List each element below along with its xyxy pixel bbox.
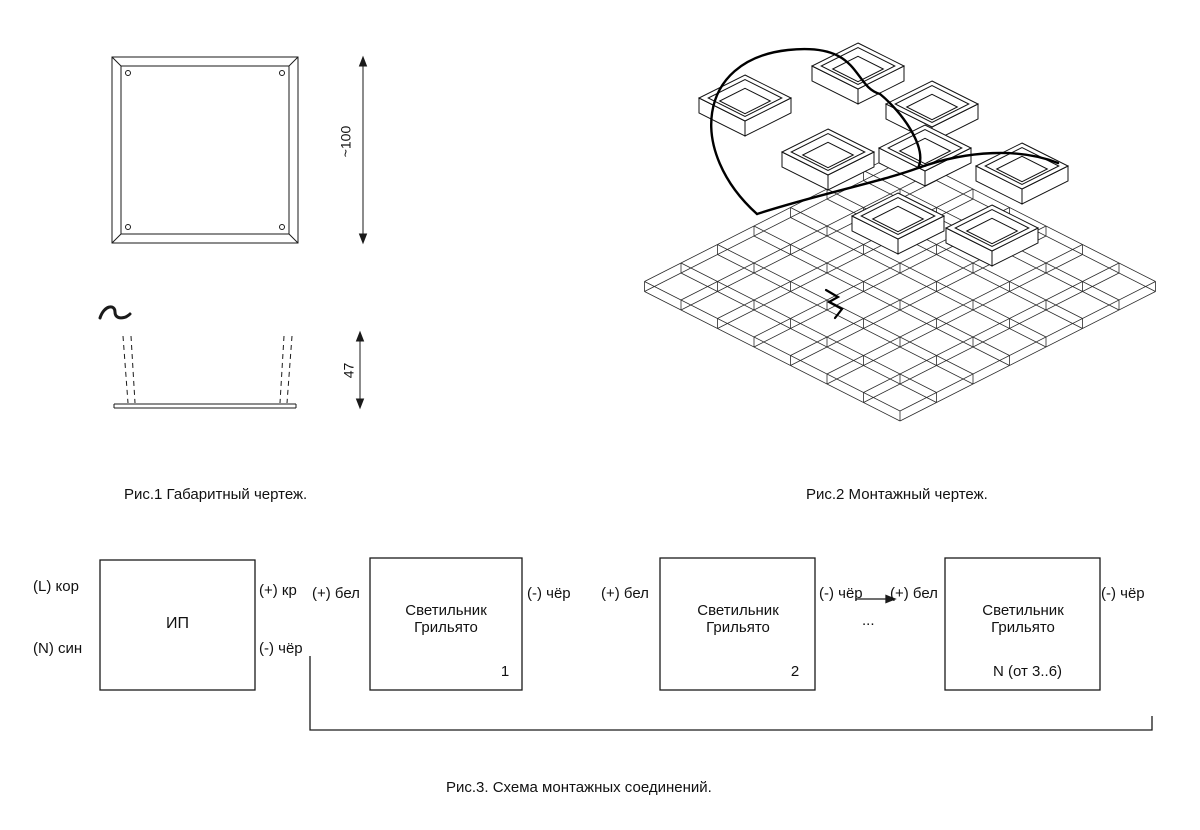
psu-box: [99, 559, 256, 691]
fig1-profile-drawing: [98, 305, 365, 410]
ellipsis-label: ...: [862, 612, 875, 629]
luminaire-name: Светильник Грильято: [662, 602, 814, 636]
luminaire-name-line1: Светильник: [405, 602, 487, 619]
fig3-schematic-lines: [99, 557, 1153, 731]
psu-white-wire-label: (+) бел: [312, 585, 360, 602]
luminaire-name-line2: Грильято: [991, 619, 1055, 636]
fig1-caption: Рис.1 Габаритный чертеж.: [124, 486, 308, 503]
wire-white-label: (+) бел: [890, 585, 938, 602]
wire-black-label: (-) чёр: [819, 585, 863, 602]
luminaire-name-line2: Грильято: [414, 619, 478, 636]
cable-entry-mark: [824, 288, 844, 320]
gap2-arrowhead: [885, 594, 897, 604]
dim-47-label: 47: [340, 362, 357, 379]
input-l-label: (L) кор: [33, 578, 79, 595]
dim-100-label: ~100: [337, 125, 354, 158]
clip-squiggle: [98, 305, 132, 320]
luminaire-name-line2: Грильято: [706, 619, 770, 636]
wire-loop-left: [710, 47, 882, 216]
luminaire-box-2: [659, 557, 816, 691]
luminaire-box-1: [369, 557, 523, 691]
wire-link: [878, 92, 922, 170]
connection-wires: [710, 47, 1060, 320]
wire-white-label: (+) бел: [601, 585, 649, 602]
fig2-caption: Рис.2 Монтажный чертеж.: [806, 486, 988, 503]
luminaire-name: Светильник Грильято: [371, 602, 521, 636]
psu-label: ИП: [166, 615, 189, 632]
grilyato-grid: [644, 42, 1156, 422]
luminaire-number: N (от 3..6): [992, 663, 1063, 680]
luminaire-number: 1: [500, 663, 510, 680]
psu-plus-label: (+) кр: [259, 582, 297, 599]
luminaire-name-line1: Светильник: [982, 602, 1064, 619]
wire-black-label: (-) чёр: [527, 585, 571, 602]
luminaire-box-n: [944, 557, 1101, 691]
fig1-frame-drawing: [111, 55, 368, 245]
wire-black-label: (-) чёр: [1101, 585, 1145, 602]
return-wire: [309, 656, 1153, 731]
fig3-caption: Рис.3. Схема монтажных соединений.: [446, 779, 712, 796]
luminaire-name-line1: Светильник: [697, 602, 779, 619]
psu-minus-label: (-) чёр: [259, 640, 303, 657]
input-n-label: (N) син: [33, 640, 83, 657]
luminaire-name: Светильник Грильято: [947, 602, 1099, 636]
luminaire-number: 2: [790, 663, 800, 680]
